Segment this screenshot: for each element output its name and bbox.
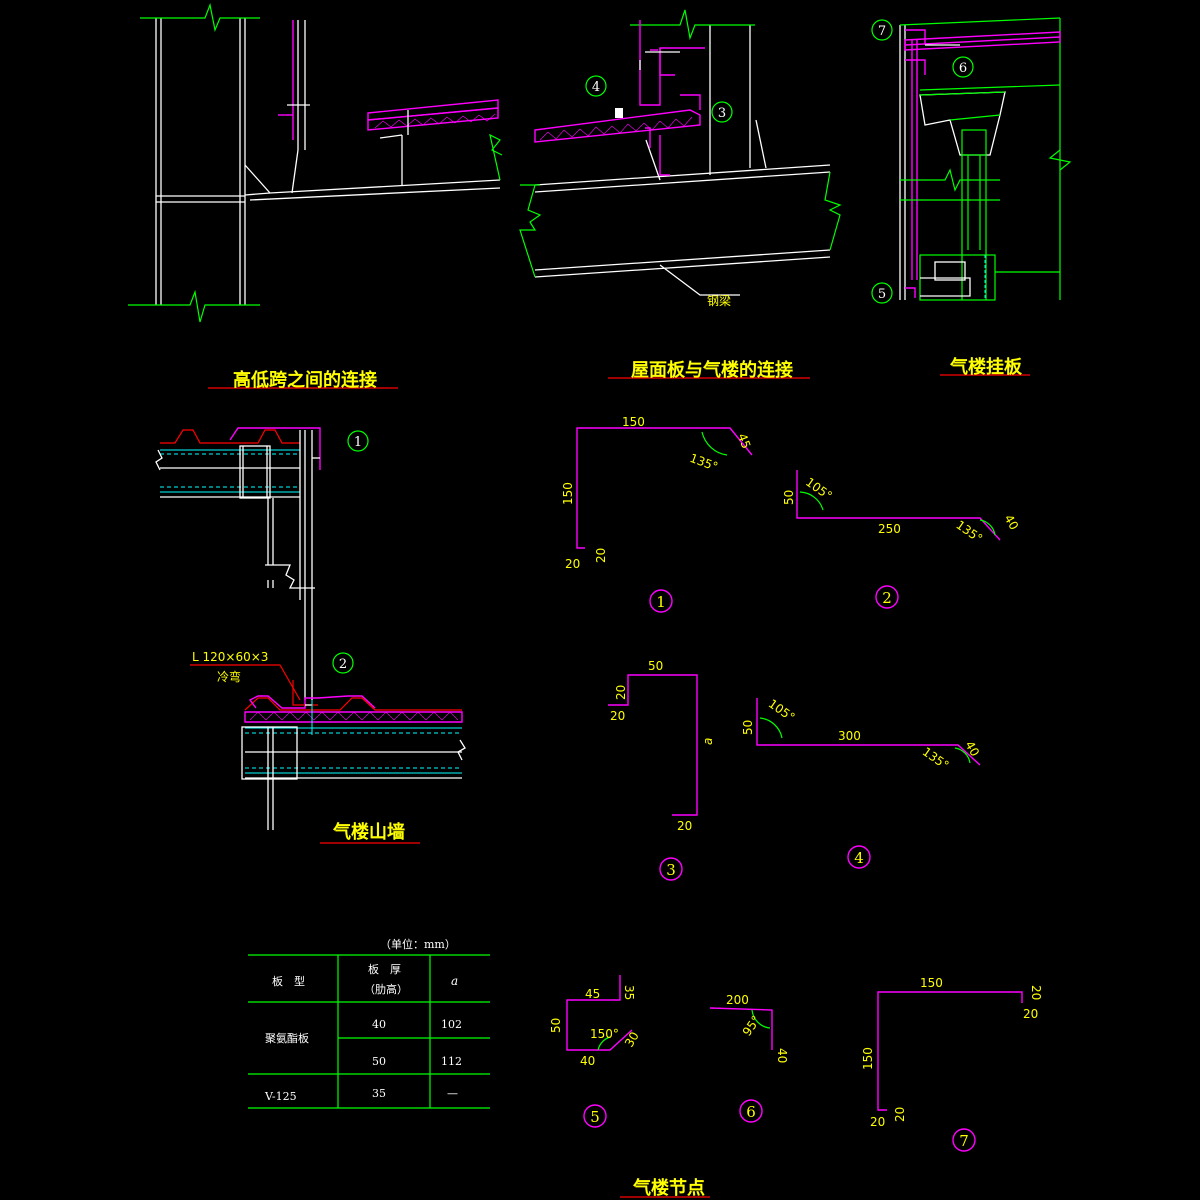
svg-text:50: 50 bbox=[648, 659, 663, 673]
svg-text:135°: 135° bbox=[688, 451, 720, 474]
svg-text:20: 20 bbox=[1029, 985, 1043, 1000]
angle-spec-label: L 120×60×3 bbox=[192, 650, 268, 664]
svg-text:250: 250 bbox=[878, 522, 901, 536]
svg-text:a: a bbox=[701, 738, 715, 745]
roof-monitor-connection-detail: 钢梁 bbox=[519, 9, 842, 308]
table-unit: （单位：mm） bbox=[380, 937, 456, 951]
svg-text:20: 20 bbox=[610, 709, 625, 723]
svg-text:4: 4 bbox=[592, 80, 600, 95]
svg-text:20: 20 bbox=[614, 685, 628, 700]
svg-text:6: 6 bbox=[746, 1103, 756, 1121]
marker-2-gable: 2 bbox=[332, 652, 354, 674]
svg-text:40: 40 bbox=[1001, 512, 1021, 532]
thickness-table: （单位：mm） 板 型 板 厚 （肋高） a 聚氨酯板 40 102 50 11… bbox=[248, 937, 490, 1109]
svg-text:50: 50 bbox=[782, 490, 796, 505]
svg-text:20: 20 bbox=[870, 1115, 885, 1129]
svg-text:30: 30 bbox=[622, 1029, 642, 1049]
svg-text:40: 40 bbox=[580, 1054, 595, 1068]
svg-text:1: 1 bbox=[354, 435, 362, 450]
svg-text:50: 50 bbox=[741, 720, 755, 735]
table-header-a: a bbox=[451, 974, 458, 988]
svg-text:5: 5 bbox=[878, 287, 886, 302]
svg-text:45: 45 bbox=[735, 431, 753, 450]
svg-text:35: 35 bbox=[622, 985, 636, 1000]
marker-7: 7 bbox=[871, 19, 893, 41]
svg-text:200: 200 bbox=[726, 993, 749, 1007]
profile-4: 50 105° 300 135° 40 4 bbox=[741, 697, 982, 869]
svg-text:150: 150 bbox=[861, 1047, 875, 1070]
svg-text:95°: 95° bbox=[740, 1013, 764, 1038]
table-group-label: 聚氨酯板 bbox=[265, 1031, 309, 1045]
svg-text:105°: 105° bbox=[803, 475, 835, 503]
marker-6: 6 bbox=[952, 56, 974, 78]
svg-text:20: 20 bbox=[893, 1107, 907, 1122]
high-low-span-detail bbox=[128, 2, 503, 323]
profile-3: 50 20 20 a 20 3 bbox=[608, 659, 715, 881]
svg-text:3: 3 bbox=[666, 861, 676, 879]
title-roof-monitor: 屋面板与气楼的连接 bbox=[631, 359, 793, 381]
title-monitor-nodes: 气楼节点 bbox=[632, 1177, 705, 1199]
svg-text:4: 4 bbox=[854, 849, 864, 867]
svg-text:135°: 135° bbox=[953, 518, 985, 546]
svg-text:150: 150 bbox=[920, 976, 943, 990]
svg-text:2: 2 bbox=[882, 589, 892, 607]
profile-7: 150 20 20 150 20 20 7 bbox=[861, 976, 1043, 1152]
title-monitor-hanging: 气楼挂板 bbox=[949, 356, 1023, 378]
monitor-hanging-panel-detail bbox=[899, 17, 1072, 301]
svg-text:20: 20 bbox=[677, 819, 692, 833]
table-header-thick-sub: （肋高） bbox=[364, 982, 408, 996]
svg-text:7: 7 bbox=[959, 1132, 969, 1150]
svg-text:300: 300 bbox=[838, 729, 861, 743]
svg-text:20: 20 bbox=[1023, 1007, 1038, 1021]
profile-2: 50 105° 250 135° 40 2 bbox=[782, 470, 1021, 609]
svg-text:150°: 150° bbox=[590, 1027, 619, 1041]
svg-text:40: 40 bbox=[962, 739, 982, 759]
table-row-2-thick: 50 bbox=[372, 1055, 386, 1068]
marker-1-gable: 1 bbox=[347, 430, 369, 452]
svg-text:150: 150 bbox=[622, 415, 645, 429]
monitor-gable-detail: L 120×60×3 冷弯 bbox=[155, 427, 466, 830]
table-header-thick: 板 厚 bbox=[368, 962, 401, 976]
svg-text:50: 50 bbox=[549, 1018, 563, 1033]
profile-5: 45 35 50 150° 40 30 5 bbox=[549, 975, 642, 1128]
svg-text:20: 20 bbox=[594, 548, 608, 563]
svg-text:5: 5 bbox=[590, 1108, 600, 1126]
profile-6: 200 95° 40 6 bbox=[709, 993, 789, 1123]
title-monitor-gable: 气楼山墙 bbox=[332, 821, 405, 843]
svg-text:2: 2 bbox=[339, 657, 347, 672]
table-row-2-a: 112 bbox=[441, 1055, 462, 1068]
table-row-3-thick: 35 bbox=[372, 1087, 386, 1100]
marker-3: 3 bbox=[711, 101, 733, 123]
table-row-3-type: V-125 bbox=[264, 1090, 297, 1103]
profile-1: 150 45 135° 150 20 20 1 bbox=[561, 415, 753, 613]
svg-text:105°: 105° bbox=[766, 697, 798, 725]
svg-text:6: 6 bbox=[959, 61, 967, 76]
table-row-1-a: 102 bbox=[441, 1018, 462, 1031]
steel-beam-label: 钢梁 bbox=[707, 293, 731, 308]
svg-text:3: 3 bbox=[718, 106, 726, 121]
svg-text:1: 1 bbox=[656, 593, 666, 611]
svg-text:40: 40 bbox=[775, 1048, 789, 1063]
svg-text:135°: 135° bbox=[920, 745, 952, 773]
title-high-low-span: 高低跨之间的连接 bbox=[233, 369, 377, 391]
cold-bent-label: 冷弯 bbox=[217, 669, 241, 684]
svg-text:45: 45 bbox=[585, 987, 600, 1001]
table-header-type: 板 型 bbox=[272, 974, 305, 988]
table-row-3-a: — bbox=[447, 1087, 458, 1100]
marker-4: 4 bbox=[585, 75, 607, 97]
svg-text:20: 20 bbox=[565, 557, 580, 571]
marker-5: 5 bbox=[871, 282, 893, 304]
svg-text:150: 150 bbox=[561, 482, 575, 505]
table-row-1-thick: 40 bbox=[372, 1018, 386, 1031]
svg-text:7: 7 bbox=[878, 24, 886, 39]
